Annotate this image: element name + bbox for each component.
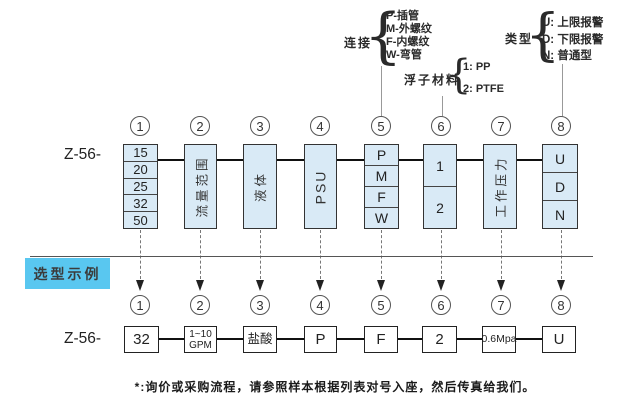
column-box-working-pressure: 工作压力 bbox=[483, 144, 517, 229]
connection-option: W bbox=[365, 207, 398, 228]
arrow-down-icon bbox=[557, 280, 565, 291]
arrow-down-icon bbox=[196, 280, 204, 291]
annotation-item: P-插管 bbox=[386, 10, 419, 22]
position-circle-7: 7 bbox=[491, 116, 511, 136]
annotation-item: N: 普通型 bbox=[542, 50, 592, 62]
section-divider-line bbox=[30, 256, 593, 257]
example-section-tag: 选型示例 bbox=[25, 258, 110, 289]
example-position-circle-5: 5 bbox=[371, 295, 391, 315]
example-box-5: F bbox=[364, 326, 398, 353]
arrow-down-icon bbox=[497, 280, 505, 291]
example-position-circle-4: 4 bbox=[310, 295, 330, 315]
example-box-liquid: 盐酸 bbox=[243, 326, 277, 353]
example-position-circle-1: 1 bbox=[130, 295, 150, 315]
connection-brace: { bbox=[364, 1, 403, 71]
drop-line bbox=[501, 230, 502, 279]
type-pointer-line bbox=[562, 64, 563, 116]
drop-line bbox=[200, 230, 201, 279]
float-material-option: 2 bbox=[424, 186, 456, 228]
position-circle-5: 5 bbox=[371, 116, 391, 136]
model-prefix: Z-56- bbox=[64, 146, 102, 163]
type-brace: { bbox=[525, 3, 561, 68]
example-position-circle-7: 7 bbox=[491, 295, 511, 315]
type-annotation-items: U: 上限报警 D: 下限报警 N: 普通型 bbox=[542, 15, 603, 65]
float-material-pointer-line bbox=[442, 96, 443, 116]
size-option: 20 bbox=[124, 160, 157, 178]
float-material-brace: { bbox=[446, 52, 472, 98]
position-circle-3: 3 bbox=[250, 116, 270, 136]
column-box-flow-range: 流量范围 bbox=[184, 144, 217, 229]
example-liquid: 盐酸 bbox=[247, 332, 273, 347]
drop-line bbox=[561, 230, 562, 279]
column-box-float-material: 1 2 bbox=[423, 144, 457, 229]
drop-line bbox=[260, 230, 261, 279]
position-circle-6: 6 bbox=[431, 116, 451, 136]
column-box-size: 15 20 25 32 50 bbox=[123, 144, 158, 229]
annotation-item: F-内螺纹 bbox=[386, 36, 430, 48]
annotation-item: U: 上限报警 bbox=[542, 17, 604, 29]
connection-pointer-line bbox=[381, 66, 382, 116]
position-circle-4: 4 bbox=[310, 116, 330, 136]
example-box-4: P bbox=[304, 326, 337, 353]
example-position-circle-2: 2 bbox=[190, 295, 210, 315]
example-flow-line2: GPM bbox=[189, 339, 212, 351]
size-option: 50 bbox=[124, 211, 157, 228]
column-box-type: U D N bbox=[542, 144, 578, 229]
annotation-item: D: 下限报警 bbox=[542, 33, 604, 46]
arrow-down-icon bbox=[316, 280, 324, 291]
connection-option: P bbox=[376, 147, 387, 163]
position-circle-1: 1 bbox=[130, 116, 150, 136]
example-position-circle-6: 6 bbox=[431, 295, 451, 315]
float-material-option: 1 bbox=[436, 157, 444, 174]
size-option: 25 bbox=[124, 177, 157, 195]
example-section-label: 选型示例 bbox=[33, 265, 102, 282]
footnote: *:询价或采购流程，请参照样本根据列表对号入座，然后传真给我们。 bbox=[134, 380, 536, 394]
example-pressure: 0.6Mpa bbox=[481, 333, 517, 345]
working-pressure-label: 工作压力 bbox=[494, 155, 509, 218]
arrow-down-icon bbox=[256, 280, 264, 291]
example-position-circle-3: 3 bbox=[250, 295, 270, 315]
example-box-pressure: 0.6Mpa bbox=[481, 326, 517, 353]
annotation-item: W-弯管 bbox=[386, 49, 422, 61]
type-option: N bbox=[543, 200, 577, 228]
column-box-liquid: 液体 bbox=[243, 144, 277, 229]
example-connector-line bbox=[140, 338, 560, 340]
example-position-circle-8: 8 bbox=[551, 295, 571, 315]
connection-annotation-label: 连接 bbox=[344, 36, 373, 50]
liquid-label: 液体 bbox=[254, 170, 269, 203]
position-circle-8: 8 bbox=[551, 116, 571, 136]
size-option: 15 bbox=[133, 145, 148, 161]
type-option: U bbox=[554, 150, 566, 167]
type-annotation-label: 类型 bbox=[505, 32, 534, 46]
type-option: D bbox=[543, 172, 577, 200]
drop-line bbox=[320, 230, 321, 279]
drop-line bbox=[381, 230, 382, 279]
example-flow-line1: 1~10 bbox=[189, 328, 212, 340]
main-connector-line bbox=[140, 159, 560, 161]
annotation-item: M-外螺纹 bbox=[386, 23, 432, 35]
column-box-body-material: PSU bbox=[304, 144, 337, 229]
body-material-label: PSU bbox=[312, 169, 329, 204]
example-box-float-material: 2 bbox=[422, 326, 457, 353]
arrow-down-icon bbox=[136, 280, 144, 291]
arrow-down-icon bbox=[437, 280, 445, 291]
example-box-type: U bbox=[542, 326, 576, 353]
example-model-prefix: Z-56- bbox=[64, 330, 102, 347]
float-material-item-2: 2: PTFE bbox=[463, 83, 504, 95]
example-box-flow-range: 1~10 GPM bbox=[184, 326, 217, 353]
position-circle-2: 2 bbox=[190, 116, 210, 136]
column-box-connection: P M F W bbox=[364, 144, 399, 229]
connection-option: M bbox=[365, 165, 398, 186]
example-box-size: 32 bbox=[124, 326, 159, 353]
arrow-down-icon bbox=[377, 280, 385, 291]
drop-line bbox=[441, 230, 442, 279]
float-material-item-1: 1: PP bbox=[463, 61, 491, 73]
flow-range-label: 流量范围 bbox=[195, 155, 210, 218]
connection-option: F bbox=[365, 186, 398, 207]
connection-annotation-items: P-插管 M-外螺纹 F-内螺纹 W-弯管 bbox=[386, 10, 432, 62]
drop-line bbox=[140, 230, 141, 279]
size-option: 32 bbox=[124, 194, 157, 211]
float-material-annotation-label: 浮子材料 bbox=[404, 73, 461, 87]
